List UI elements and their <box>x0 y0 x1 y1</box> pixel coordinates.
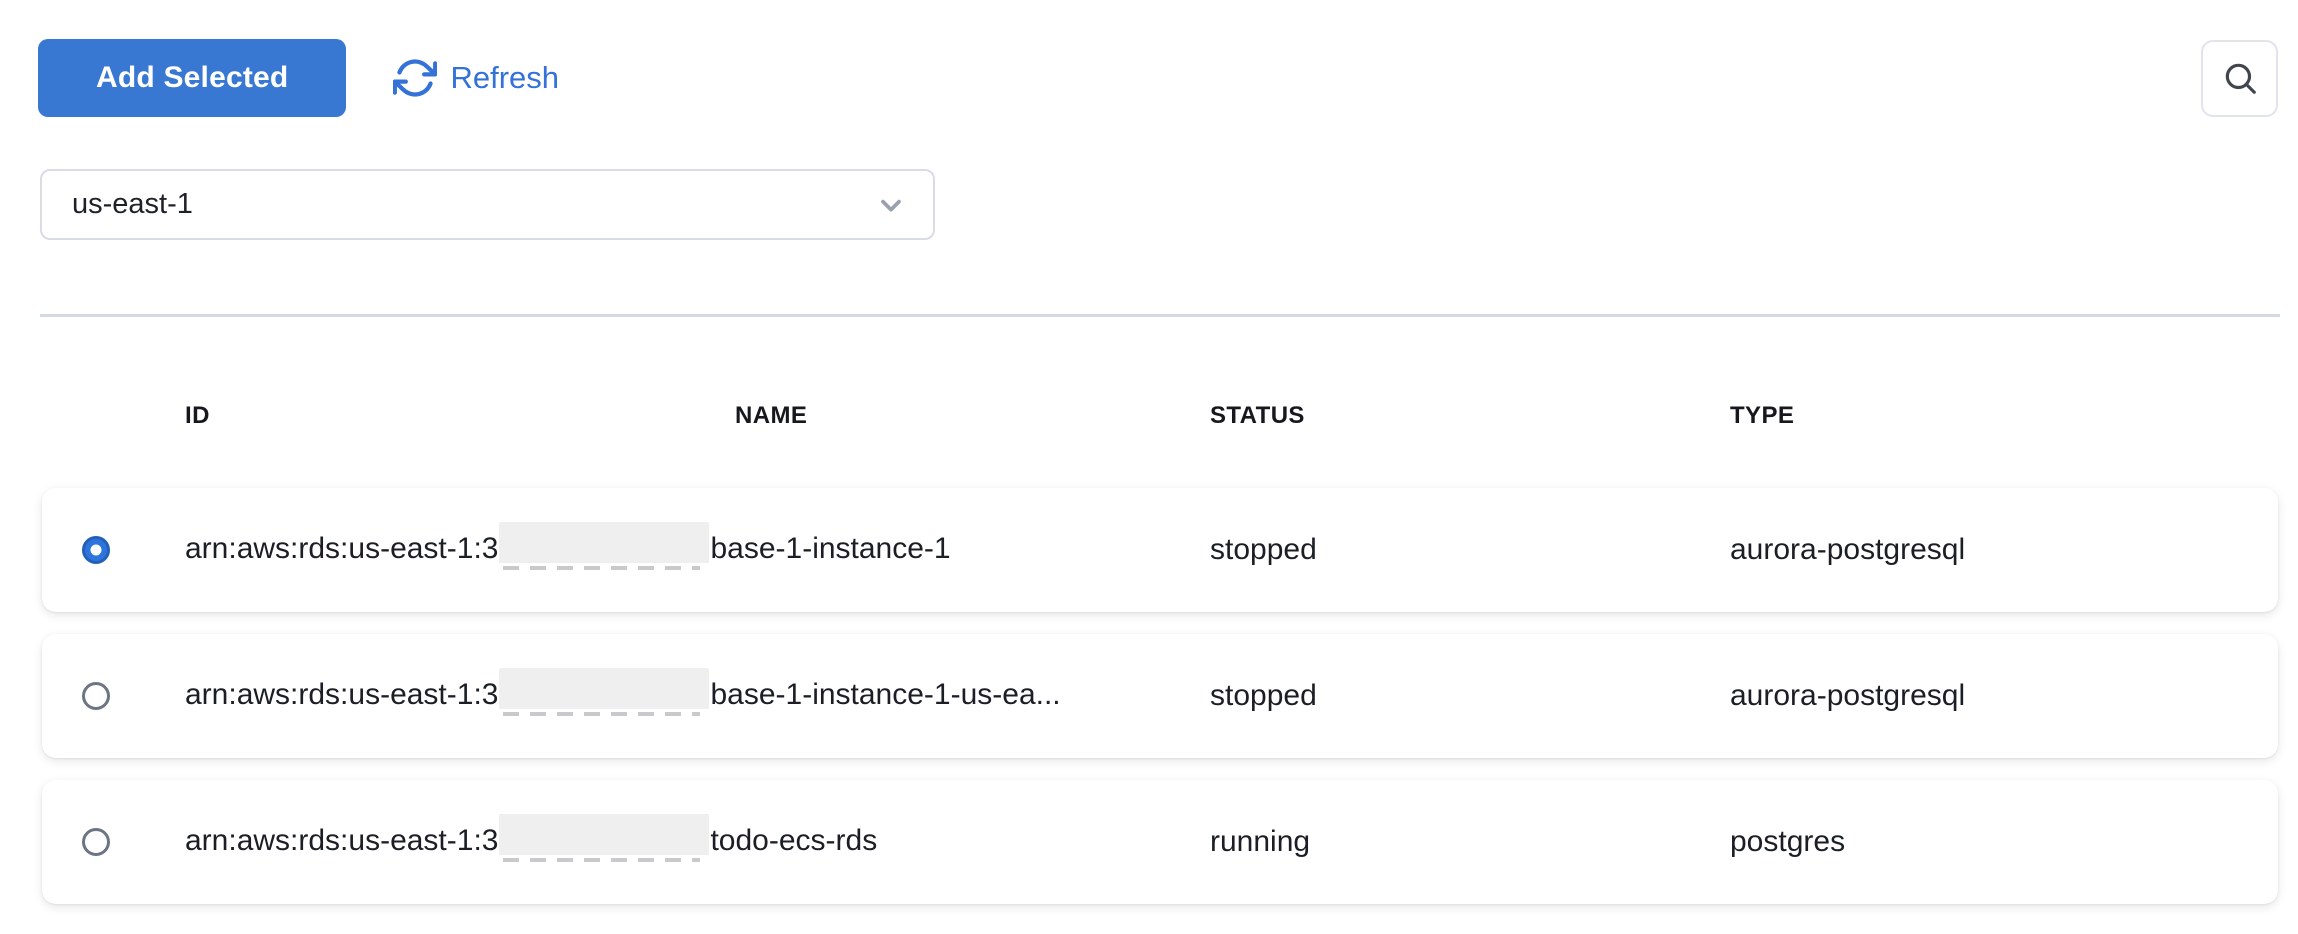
column-header-status: STATUS <box>1210 402 1305 429</box>
table-header-row: ID NAME STATUS TYPE <box>42 401 2278 431</box>
status-cell: stopped <box>1210 679 1317 712</box>
radio-button[interactable] <box>82 828 110 856</box>
status-cell: running <box>1210 825 1311 858</box>
rds-instance-picker: Add Selected Refresh us-east-1 <box>0 39 2298 934</box>
chevron-down-icon <box>875 189 907 221</box>
instances-table: ID NAME STATUS TYPE arn:aws:rds:us-east-… <box>42 401 2278 904</box>
instance-id-cell: arn:aws:rds:us-east-1:3 base-1-instance-1 <box>185 522 1210 578</box>
add-selected-button[interactable]: Add Selected <box>38 39 347 117</box>
divider <box>40 314 2280 317</box>
instance-id-cell: arn:aws:rds:us-east-1:3 base-1-instance-1… <box>185 668 1210 724</box>
column-header-type: TYPE <box>1730 402 1795 429</box>
id-suffix: base-1-instance-1-us-ea... <box>710 677 1061 711</box>
id-prefix: arn:aws:rds:us-east-1:3 <box>185 531 499 565</box>
type-cell: postgres <box>1730 825 1846 858</box>
id-suffix: base-1-instance-1 <box>710 531 951 565</box>
column-header-id: ID <box>185 402 210 429</box>
redacted-account-id <box>499 668 710 718</box>
radio-button[interactable] <box>82 536 110 564</box>
search-button[interactable] <box>2201 39 2278 117</box>
table-row[interactable]: arn:aws:rds:us-east-1:3 base-1-instance-1… <box>42 488 2278 612</box>
region-dropdown[interactable]: us-east-1 <box>40 169 935 240</box>
refresh-icon <box>393 56 438 100</box>
type-cell: aurora-postgresql <box>1730 533 1966 566</box>
toolbar: Add Selected Refresh <box>38 39 2278 117</box>
redacted-account-id <box>499 522 710 572</box>
redacted-account-id <box>499 814 710 864</box>
region-dropdown-value: us-east-1 <box>72 188 193 220</box>
table-body: arn:aws:rds:us-east-1:3 base-1-instance-1… <box>42 488 2278 904</box>
instance-id-cell: arn:aws:rds:us-east-1:3 todo-ecs-rds <box>185 814 1210 870</box>
id-prefix: arn:aws:rds:us-east-1:3 <box>185 823 499 857</box>
status-cell: stopped <box>1210 533 1317 566</box>
id-prefix: arn:aws:rds:us-east-1:3 <box>185 677 499 711</box>
radio-button[interactable] <box>82 682 110 710</box>
search-icon <box>2221 59 2259 97</box>
refresh-label: Refresh <box>450 60 559 95</box>
type-cell: aurora-postgresql <box>1730 679 1966 712</box>
refresh-button[interactable]: Refresh <box>393 56 559 100</box>
column-header-name: NAME <box>735 402 808 429</box>
id-suffix: todo-ecs-rds <box>710 823 878 857</box>
table-row[interactable]: arn:aws:rds:us-east-1:3 base-1-instance-1… <box>42 634 2278 758</box>
table-row[interactable]: arn:aws:rds:us-east-1:3 todo-ecs-rds runn… <box>42 780 2278 904</box>
